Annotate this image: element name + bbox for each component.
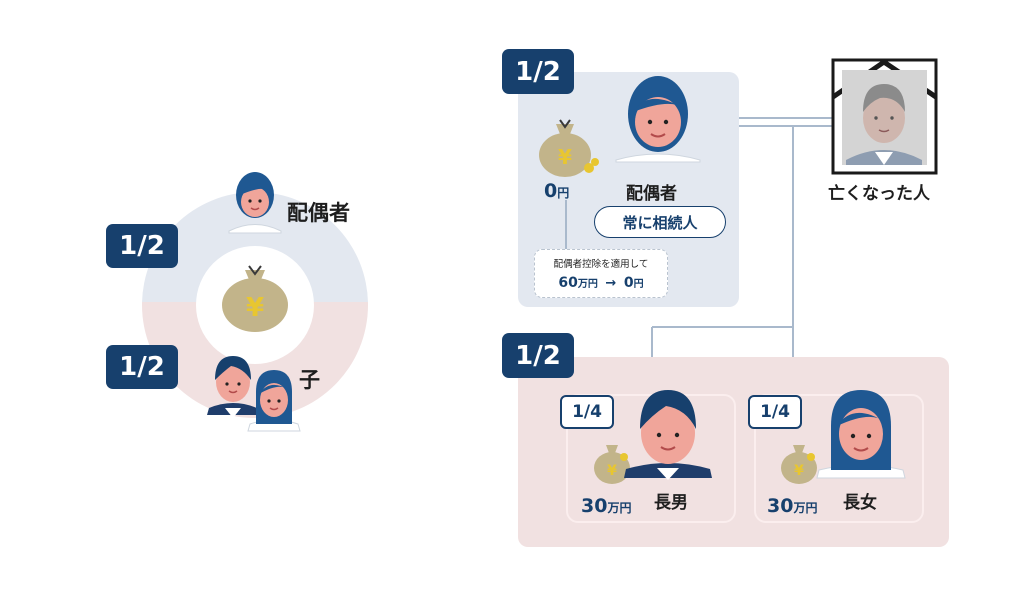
money-bag-icon: ¥ [539,119,599,177]
svg-text:¥: ¥ [246,293,264,323]
son-card [566,394,736,523]
deduction-change: 60万円 → 0円 [558,275,644,291]
daughter-card [754,394,924,523]
son-share-badge: 1/4 [560,395,614,429]
svg-text:¥: ¥ [794,463,804,479]
svg-text:¥: ¥ [607,463,617,479]
spouse-label: 配偶者 [287,201,350,225]
spouse-avatar-icon [615,76,701,163]
son-avatar-icon [624,390,712,480]
daughter-avatar-icon [247,370,301,432]
spouse-avatar-icon [228,172,282,234]
daughter-share-badge: 1/4 [748,395,802,429]
money-bag-icon: ¥ [222,265,288,332]
son-label: 長男 [654,493,688,513]
spouse-label: 配偶者 [626,184,677,204]
deduction-note: 配偶者控除を適用して [553,259,649,270]
children-share-badge: 1/2 [502,333,574,378]
spouse-amount: 0円 [544,180,570,202]
children-share-badge: 1/2 [106,345,178,389]
family-tree-lines [565,117,832,357]
spouse-share-badge: 1/2 [502,49,574,94]
spouse-deduction-box: 配偶者控除を適用して 60万円 → 0円 [534,249,668,298]
daughter-label: 長女 [843,493,877,513]
deceased-portrait-icon [831,58,938,175]
son-avatar-icon [207,356,259,418]
deceased-label: 亡くなった人 [828,184,930,204]
svg-text:¥: ¥ [558,145,572,169]
money-bag-icon: ¥ [781,445,817,484]
son-amount: 30万円 [581,495,632,517]
spouse-share-badge: 1/2 [106,224,178,268]
children-label: 子 [299,368,320,392]
daughter-amount: 30万円 [767,495,818,517]
money-bag-icon: ¥ [594,445,630,484]
share-donut [142,192,368,418]
always-heir-badge: 常に相続人 [594,206,726,238]
daughter-avatar-icon [816,390,906,479]
